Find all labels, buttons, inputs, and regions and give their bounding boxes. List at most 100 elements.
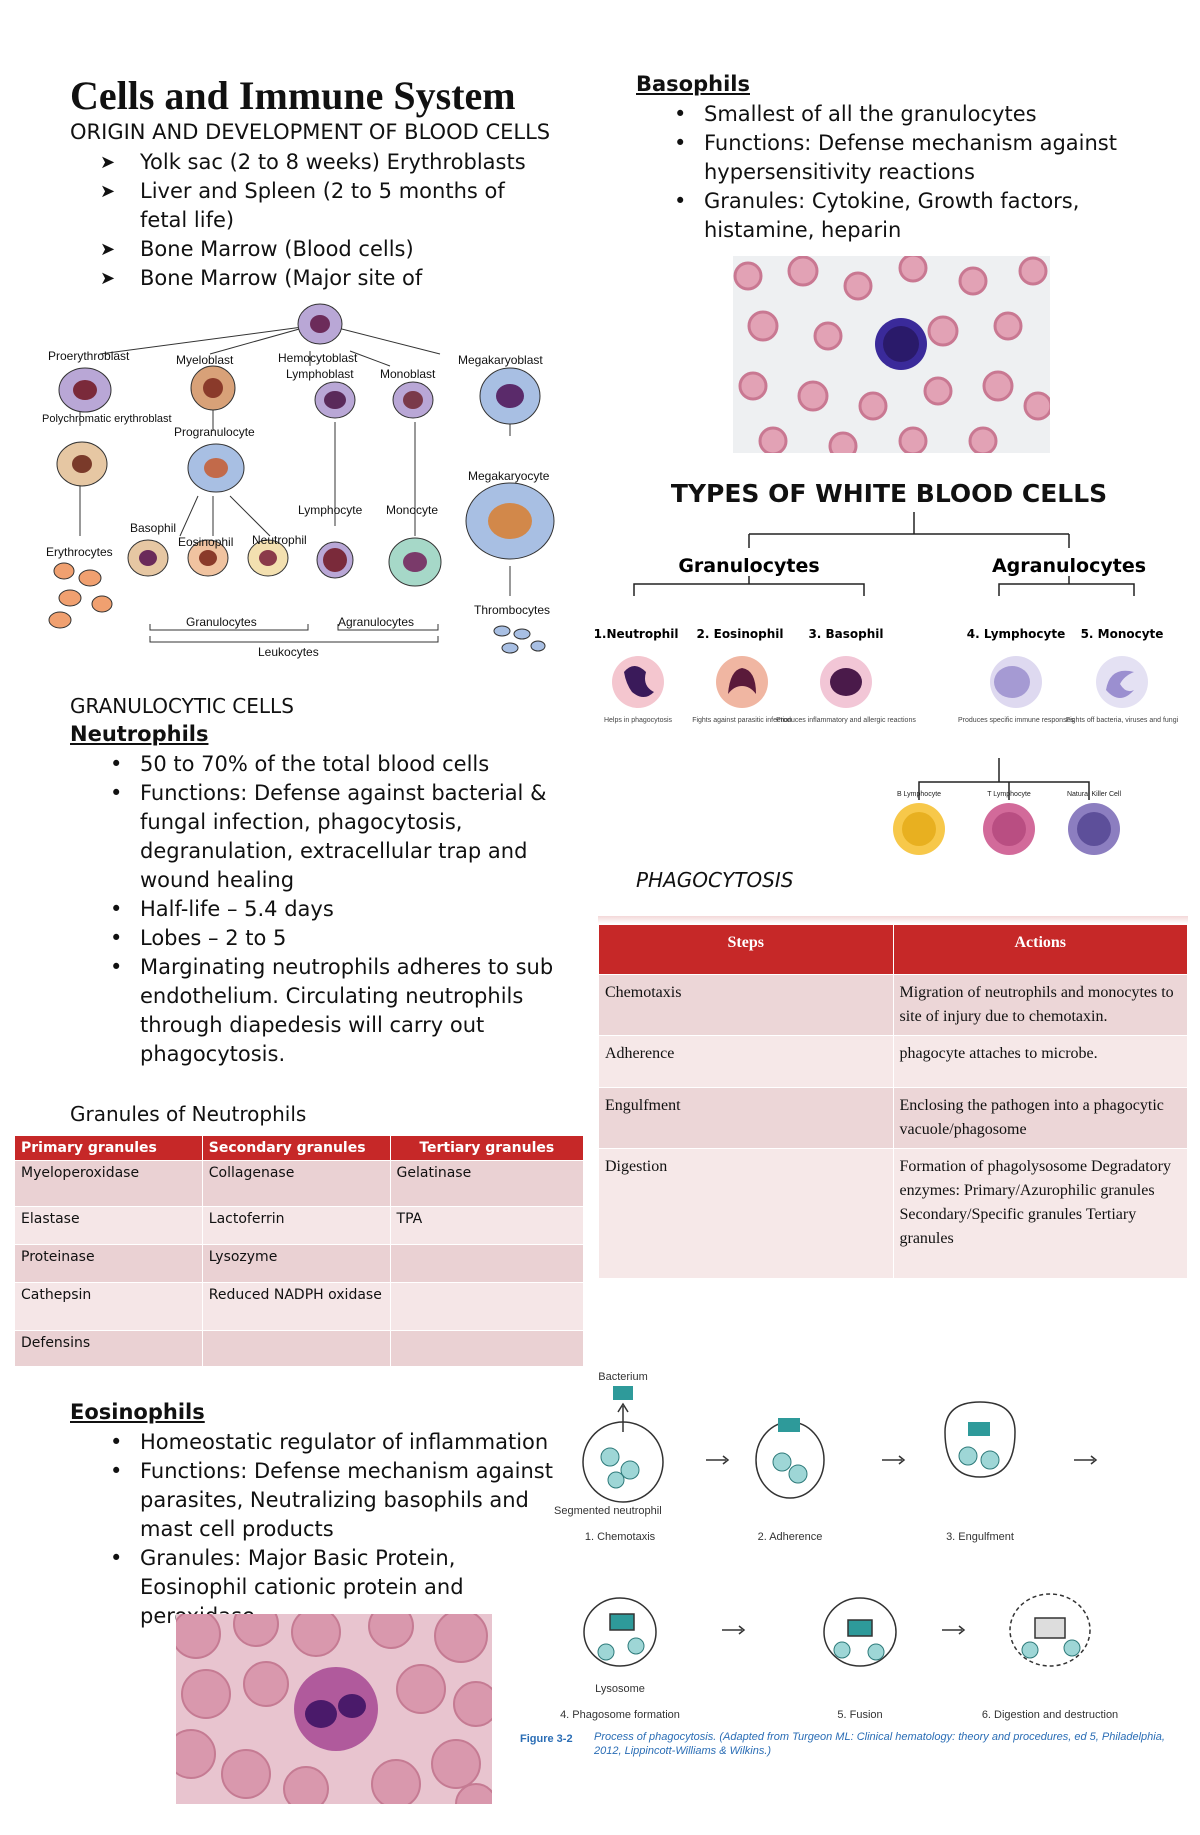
wbc-title: TYPES OF WHITE BLOOD CELLS	[671, 479, 1107, 508]
table-cell: Elastase	[14, 1206, 203, 1245]
eosinophils-heading: Eosinophils	[70, 1400, 205, 1424]
wbc-name: 3. Basophil	[808, 627, 883, 641]
step-label: 4. Phagosome formation	[560, 1709, 680, 1721]
list-item: Liver and Spleen (2 to 5 months of fetal…	[100, 177, 550, 235]
monocyte-label: Monocyte	[386, 503, 438, 517]
basophil-label: Basophil	[130, 521, 176, 535]
step-label: 2. Adherence	[758, 1531, 823, 1543]
wbc-desc: Fights against parasitic infection	[692, 717, 792, 724]
list-item: Bone Marrow (Blood cells)	[100, 235, 550, 264]
wbc-name: 4. Lymphocyte	[967, 627, 1065, 641]
column-header: Steps	[598, 924, 894, 975]
thrombocytes-label: Thrombocytes	[474, 603, 550, 617]
neutrophils-heading: Neutrophils	[70, 722, 209, 746]
table-cell	[389, 1330, 585, 1367]
granules-heading: Granules of Neutrophils	[70, 1102, 307, 1126]
wbc-desc: Produces specific immune responses	[958, 717, 1074, 724]
phagocytosis-table: Steps Actions Chemotaxis Migration of ne…	[598, 924, 1188, 1279]
neutrophils-list: 50 to 70% of the total blood cells Funct…	[78, 750, 558, 1069]
leukocytes-label: Leukocytes	[258, 645, 319, 659]
table-cell: Lactoferrin	[201, 1206, 391, 1245]
basophils-list: Smallest of all the granulocytes Functio…	[642, 100, 1122, 245]
figure-caption: Process of phagocytosis. (Adapted from T…	[594, 1731, 1165, 1757]
table-cell: Migration of neutrophils and monocytes t…	[892, 974, 1188, 1036]
agranulocytes-label: Agranulocytes	[338, 615, 414, 629]
myeloblast-label: Myeloblast	[176, 353, 234, 367]
lymph-subtype: B Lymphocyte	[897, 791, 941, 798]
wbc-desc: Fights off bacteria, viruses and fungi	[1066, 717, 1179, 724]
list-item: Functions: Defense mechanism against hyp…	[642, 129, 1122, 187]
list-item: Lobes – 2 to 5	[78, 924, 558, 953]
hematopoiesis-diagram: Hemocytoblast Proerythroblast Myeloblast…	[42, 303, 555, 659]
list-item: 50 to 70% of the total blood cells	[78, 750, 558, 779]
basophil-smear-image	[733, 256, 1050, 453]
table-cell: TPA	[389, 1206, 585, 1245]
list-item: Smallest of all the granulocytes	[642, 100, 1122, 129]
segmented-label: Segmented neutrophil	[554, 1505, 662, 1517]
step-label: 5. Fusion	[837, 1709, 882, 1721]
table-row: Chemotaxis Migration of neutrophils and …	[598, 974, 1188, 1036]
table-row: Digestion Formation of phagolysosome Deg…	[598, 1148, 1188, 1279]
figure-caption-label: Figure 3-2	[520, 1733, 573, 1745]
granulocytes-label: Granulocytes	[186, 615, 257, 629]
list-item: Yolk sac (2 to 8 weeks) Erythroblasts	[100, 148, 550, 177]
granulocytes-heading: Granulocytes	[678, 555, 819, 577]
step-label: 1. Chemotaxis	[585, 1531, 656, 1543]
list-item: Granules: Major Basic Protein, Eosinophi…	[78, 1544, 568, 1631]
granulocytic-heading: GRANULOCYTIC CELLS	[70, 694, 294, 718]
lysosome-label: Lysosome	[595, 1683, 645, 1695]
table-cell: Gelatinase	[389, 1160, 585, 1207]
step-label: 3. Engulfment	[946, 1531, 1014, 1543]
agranulocytes-heading: Agranulocytes	[992, 555, 1146, 577]
list-item: Functions: Defense mechanism against par…	[78, 1457, 568, 1544]
eosinophils-list: Homeostatic regulator of inflammation Fu…	[78, 1428, 568, 1631]
megakaryoblast-label: Megakaryoblast	[458, 353, 543, 367]
megakaryocyte-label: Megakaryocyte	[468, 469, 550, 483]
lymphocyte-label: Lymphocyte	[298, 503, 363, 517]
monoblast-label: Monoblast	[380, 367, 436, 381]
table-cell: Reduced NADPH oxidase	[201, 1282, 391, 1331]
origin-heading: ORIGIN AND DEVELOPMENT OF BLOOD CELLS	[70, 120, 551, 144]
polychromatic-label: Polychromatic erythroblast	[42, 413, 172, 425]
table-row: Engulfment Enclosing the pathogen into a…	[598, 1087, 1188, 1149]
wbc-desc: Helps in phagocytosis	[604, 717, 673, 724]
wbc-name: 5. Monocyte	[1081, 627, 1164, 641]
neutrophil-label: Neutrophil	[252, 533, 307, 547]
list-item: Marginating neutrophils adheres to sub e…	[78, 953, 558, 1069]
origin-list: Yolk sac (2 to 8 weeks) Erythroblasts Li…	[100, 148, 550, 293]
table-row: Defensins	[14, 1330, 585, 1367]
list-item: Functions: Defense against bacterial & f…	[78, 779, 558, 895]
table-cell: Enclosing the pathogen into a phagocytic…	[892, 1087, 1188, 1149]
list-item: Homeostatic regulator of inflammation	[78, 1428, 568, 1457]
table-cell: Chemotaxis	[598, 974, 894, 1036]
column-header: Tertiary granules	[389, 1135, 585, 1161]
bacterium-label: Bacterium	[598, 1371, 648, 1383]
table-cell: phagocyte attaches to microbe.	[892, 1035, 1188, 1088]
eosinophil-label: Eosinophil	[178, 535, 233, 549]
page-title: Cells and Immune System	[70, 73, 516, 118]
wbc-name: 2. Eosinophil	[697, 627, 784, 641]
hemocytoblast-label: Hemocytoblast	[278, 351, 358, 365]
table-cell: Proteinase	[14, 1244, 203, 1283]
table-row: Proteinase Lysozyme	[14, 1244, 585, 1283]
table-cell	[201, 1330, 391, 1367]
lymphoblast-label: Lymphoblast	[286, 367, 354, 381]
progranulocyte-label: Progranulocyte	[174, 425, 255, 439]
table-cell: Adherence	[598, 1035, 894, 1088]
erythrocytes-label: Erythrocytes	[46, 545, 113, 559]
table-row: Cathepsin Reduced NADPH oxidase	[14, 1282, 585, 1331]
column-header: Primary granules	[14, 1135, 203, 1161]
column-header: Secondary granules	[201, 1135, 391, 1161]
table-cell: Cathepsin	[14, 1282, 203, 1331]
eosinophil-smear-image	[176, 1614, 492, 1804]
table-row: Myeloperoxidase Collagenase Gelatinase	[14, 1160, 585, 1207]
table-cell	[389, 1282, 585, 1331]
step-label: 6. Digestion and destruction	[982, 1709, 1118, 1721]
table-row: Elastase Lactoferrin TPA	[14, 1206, 585, 1245]
phagocytosis-heading: PHAGOCYTOSIS	[636, 868, 794, 892]
wbc-desc: Produces inflammatory and allergic react…	[776, 717, 916, 724]
lymph-subtype: T Lymphocyte	[987, 791, 1031, 798]
list-item: Granules: Cytokine, Growth factors, hist…	[642, 187, 1122, 245]
table-cell: Formation of phagolysosome Degradatory e…	[892, 1148, 1188, 1279]
proerythroblast-label: Proerythroblast	[48, 349, 130, 363]
